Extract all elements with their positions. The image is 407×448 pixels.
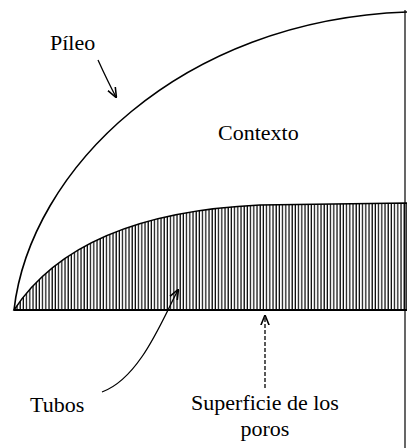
cap-outline — [14, 12, 407, 310]
tube-layer — [14, 203, 407, 310]
part-label: Tubos — [30, 392, 84, 418]
part-label: Píleo — [50, 30, 95, 56]
part-label: Contexto — [218, 120, 299, 146]
leader-line — [102, 290, 178, 392]
section-edge — [404, 10, 405, 448]
pore-surface-line — [14, 309, 407, 311]
part-label: Superficie de los poros — [165, 390, 365, 443]
leader-line — [264, 316, 265, 388]
leader-line — [98, 60, 116, 97]
